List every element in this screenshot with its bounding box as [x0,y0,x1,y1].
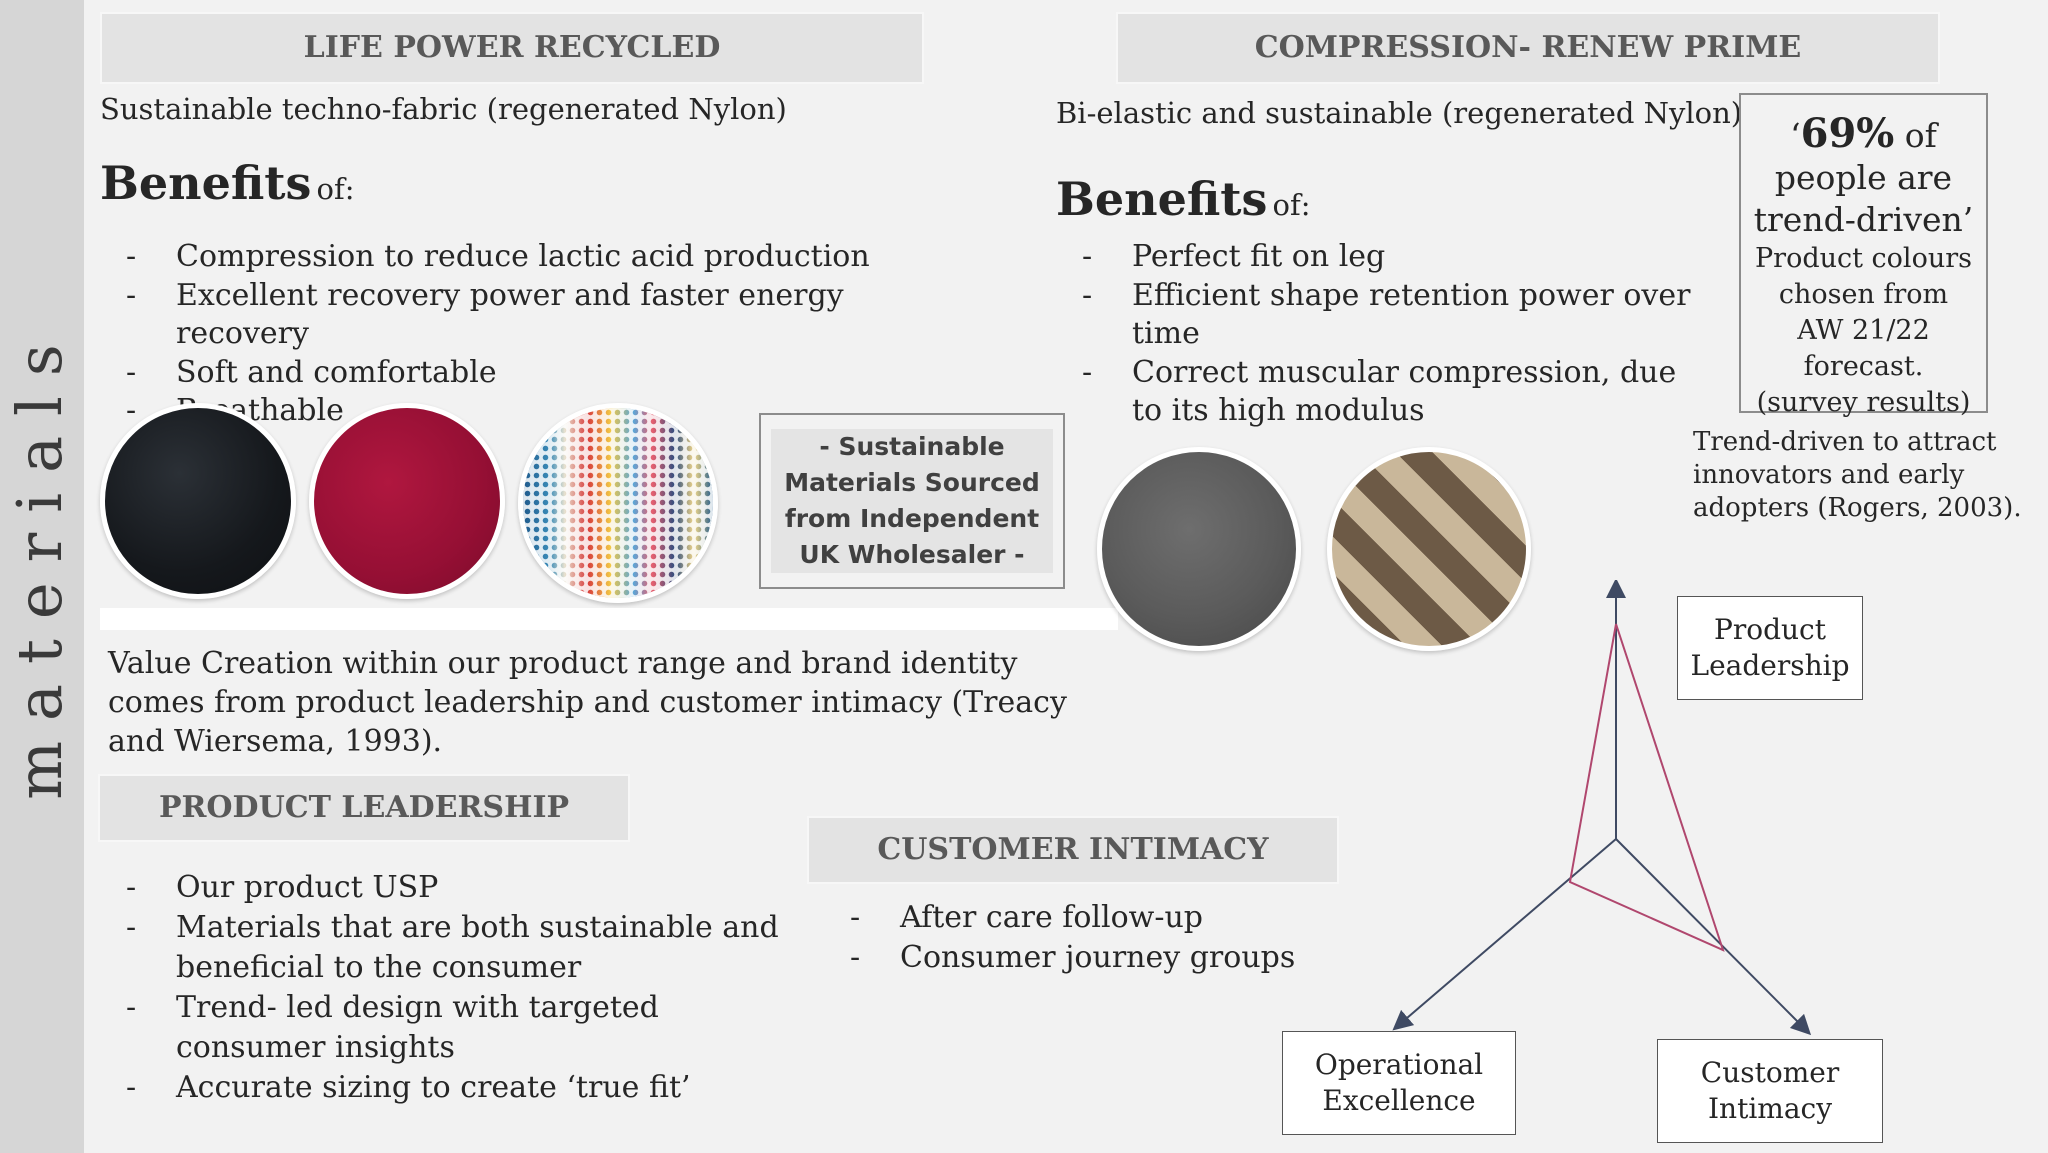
benefits-of: of: [316,172,355,206]
fabric-swatch-grey [1097,447,1301,651]
customer-intimacy-list: After care follow-up Consumer journey gr… [824,898,1424,978]
stat-line-2: people are [1774,158,1953,197]
list-item: Efficient shape retention power over tim… [1056,277,1696,354]
label-product-leadership: Product Leadership [1677,596,1863,700]
benefits-word: Benefits [1056,172,1268,226]
list-item: Compression to reduce lactic acid produc… [100,238,980,277]
diagram-axes [1392,580,1812,1036]
print-dot-overlay [523,408,713,598]
separator-bar [100,608,1118,630]
life-power-banner: LIFE POWER RECYCLED [100,12,924,84]
value-discipline-diagram [1392,580,1812,1036]
list-item: Our product USP [100,868,800,908]
product-leadership-list: Our product USP Materials that are both … [100,868,800,1108]
life-power-benefits-list: Compression to reduce lactic acid produc… [100,238,980,431]
sidebar [0,0,84,1153]
fabric-swatch-print [518,403,718,603]
axis-operational-excellence [1392,838,1617,1031]
axis-customer-intimacy [1615,838,1812,1036]
list-item: Trend- led design with targeted consumer… [100,988,800,1068]
survey-stat-box: ‘69% of people are trend-driven’ Product… [1739,93,1988,418]
list-item: Correct muscular compression, due to its… [1056,354,1696,431]
label-customer-intimacy: Customer Intimacy [1657,1039,1883,1143]
compression-benefits-list: Perfect fit on leg Efficient shape reten… [1056,238,1696,431]
benefits-word: Benefits [100,156,312,210]
sourcing-note-box: - Sustainable Materials Sourced from Ind… [759,413,1065,589]
list-item: Materials that are both sustainable and … [100,908,800,988]
stat-of: of [1894,116,1937,155]
compression-banner: COMPRESSION- RENEW PRIME [1116,12,1940,84]
trend-note: Trend-driven to attract innovators and e… [1693,427,2022,523]
sourcing-note: - Sustainable Materials Sourced from Ind… [771,429,1053,573]
list-item: Excellent recovery power and faster ener… [100,277,980,354]
list-item: Accurate sizing to create ‘true fit’ [100,1068,800,1108]
list-item: Consumer journey groups [824,938,1424,978]
fabric-swatch-black [100,403,296,599]
stat-headline: ‘69% of [1741,113,1986,157]
stat-line-3: trend-driven’ [1753,200,1974,239]
value-creation-text: Value Creation within our product range … [108,646,1067,759]
stat-detail: Product colours chosen from AW 21/22 for… [1755,243,1972,418]
label-operational-excellence: Operational Excellence [1282,1031,1516,1135]
benefits-of: of: [1272,188,1311,222]
compression-subtitle: Bi-elastic and sustainable (regenerated … [1056,96,1743,130]
list-item: Perfect fit on leg [1056,238,1696,277]
life-power-subtitle: Sustainable techno-fabric (regenerated N… [100,92,787,126]
customer-intimacy-banner: CUSTOMER INTIMACY [807,816,1339,884]
list-item: After care follow-up [824,898,1424,938]
compression-benefits-heading: Benefits of: [1056,172,1311,226]
value-profile-triangle [1568,623,1725,952]
fabric-swatch-crimson [309,403,505,599]
fabric-swatch-stripe [1327,447,1531,651]
section-title: materials [3,324,76,800]
stat-percent: 69% [1800,110,1895,157]
quote-mark: ‘ [1790,116,1801,155]
product-leadership-banner: PRODUCT LEADERSHIP [98,774,630,842]
life-power-benefits-heading: Benefits of: [100,156,355,210]
list-item: Soft and comfortable [100,354,980,393]
